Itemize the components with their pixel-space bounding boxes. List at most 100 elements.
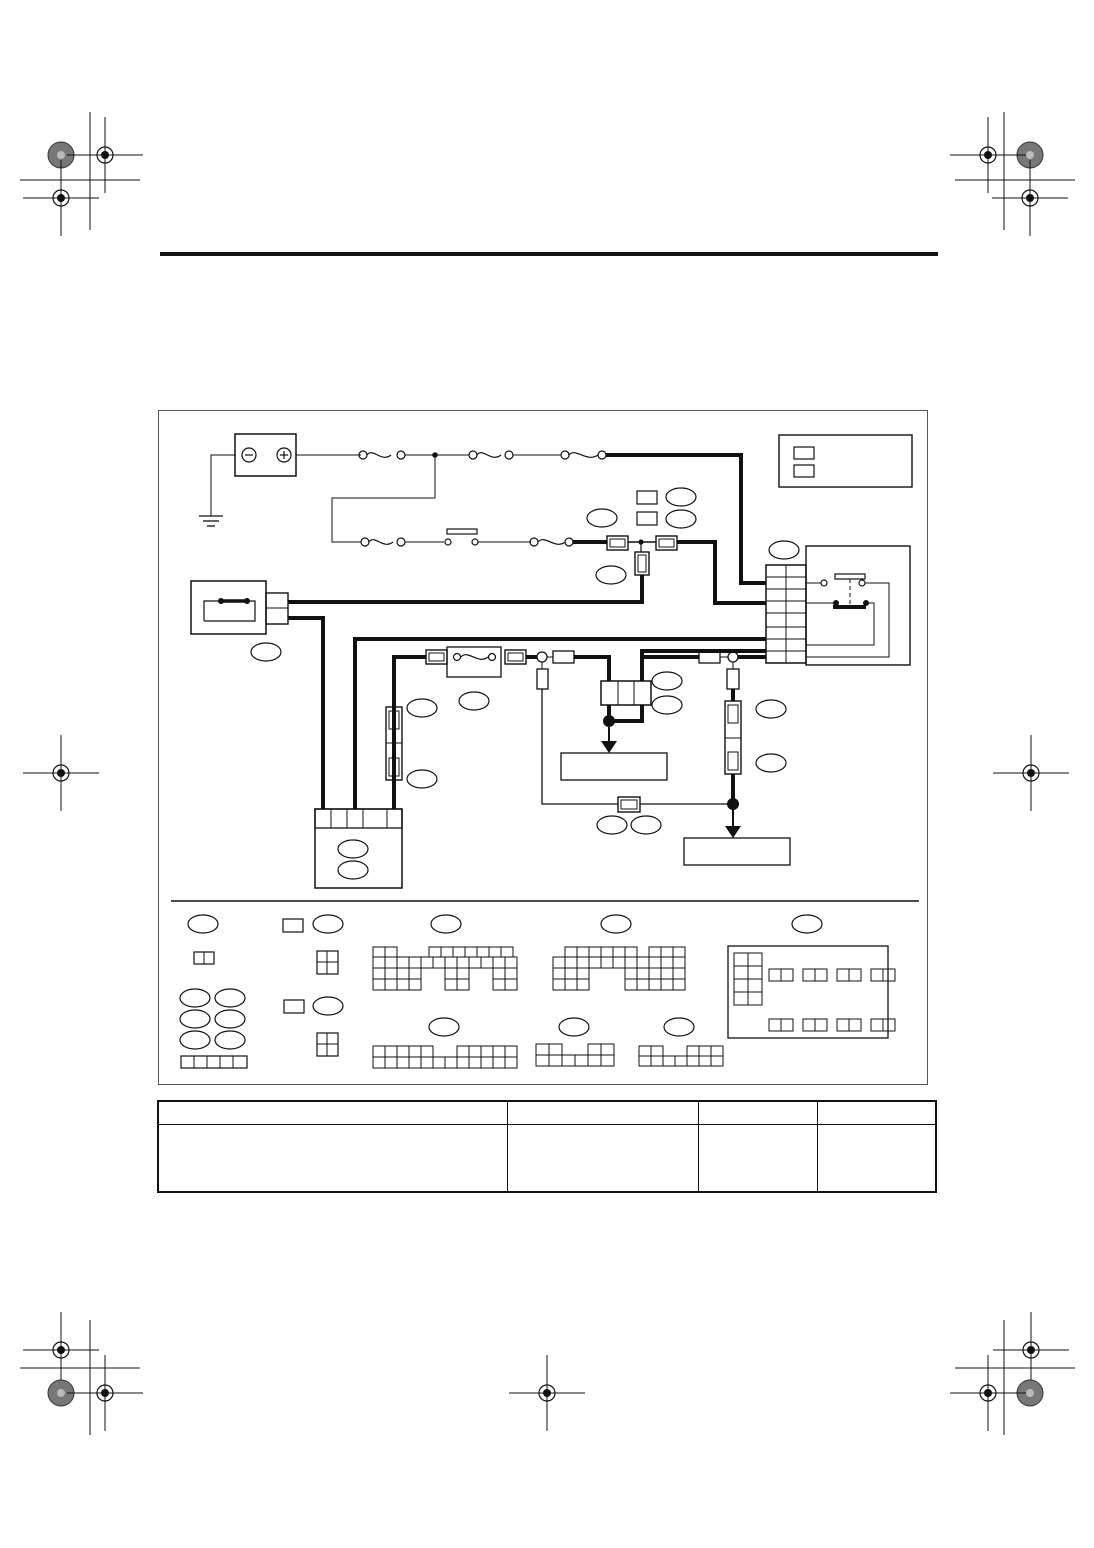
connector-pin bbox=[456, 967, 470, 980]
fuse-icon bbox=[537, 539, 566, 545]
table-cell bbox=[817, 1124, 937, 1193]
connector-pin bbox=[444, 978, 458, 991]
connector-pin bbox=[480, 1045, 494, 1058]
connector-pin bbox=[588, 956, 602, 969]
connector-pin bbox=[384, 967, 398, 980]
connector-pin bbox=[576, 967, 590, 980]
connector-pin bbox=[452, 946, 466, 958]
connector-pin bbox=[564, 967, 578, 980]
connector-pin bbox=[747, 952, 763, 967]
connector-pin bbox=[372, 1045, 386, 1058]
registration-target-icon bbox=[949, 1354, 1027, 1432]
connector-pin bbox=[848, 1018, 862, 1032]
connector-pin bbox=[780, 1018, 794, 1032]
connector-pin bbox=[428, 946, 442, 958]
connector-pin bbox=[648, 946, 662, 958]
connector-pin bbox=[733, 991, 749, 1006]
connector-pin bbox=[848, 968, 862, 982]
connector-pin bbox=[372, 946, 386, 958]
table-header-cell bbox=[817, 1100, 937, 1125]
connector-pin bbox=[548, 1054, 563, 1067]
fuse-icon bbox=[568, 452, 599, 458]
connector-pin bbox=[636, 978, 650, 991]
connector-pin bbox=[733, 965, 749, 980]
connector-pin bbox=[710, 1055, 724, 1067]
table-cell bbox=[157, 1124, 508, 1193]
connector-pin bbox=[672, 946, 686, 958]
connector-pin bbox=[492, 1045, 506, 1058]
header-rule bbox=[160, 252, 938, 256]
connector-pin bbox=[624, 978, 638, 991]
connector-pin bbox=[504, 1056, 518, 1069]
connector-pin bbox=[440, 946, 454, 958]
connector-pin bbox=[747, 978, 763, 993]
registration-target-icon bbox=[508, 1354, 586, 1432]
connector-pin bbox=[456, 956, 470, 969]
connector-pin bbox=[686, 1055, 700, 1067]
registration-target-icon bbox=[992, 734, 1070, 812]
connector-pin bbox=[468, 1045, 482, 1058]
connector-pin bbox=[384, 1056, 398, 1069]
battery-positive-icon bbox=[276, 447, 292, 463]
connector-pin bbox=[476, 946, 490, 958]
connector-pin bbox=[372, 978, 386, 991]
connector-pin bbox=[492, 956, 506, 969]
connector-pin bbox=[492, 978, 506, 991]
connector-pin bbox=[660, 956, 674, 969]
connector-pin bbox=[396, 956, 410, 969]
connector-pin bbox=[733, 952, 749, 967]
fusible-link-icon bbox=[476, 452, 502, 458]
connector-pin bbox=[552, 956, 566, 969]
connector-pin bbox=[650, 1055, 664, 1067]
reference-box-right bbox=[683, 837, 791, 866]
connector-pin bbox=[780, 968, 794, 982]
connector-pin bbox=[836, 1018, 850, 1032]
connector-pin bbox=[672, 978, 686, 991]
connector-pin bbox=[624, 967, 638, 980]
connector-pin bbox=[672, 956, 686, 969]
reference-box-center bbox=[560, 752, 668, 781]
connector-pin bbox=[384, 1045, 398, 1058]
connector-pin bbox=[636, 956, 650, 969]
connector-pin bbox=[662, 1055, 676, 1067]
legend-box bbox=[778, 434, 913, 488]
connector-pin bbox=[396, 1056, 410, 1069]
connector-pin bbox=[660, 946, 674, 958]
connector-pin bbox=[408, 956, 422, 969]
registration-target-icon bbox=[66, 1354, 144, 1432]
fuse-icon bbox=[460, 654, 489, 660]
connector-pin bbox=[686, 1045, 700, 1057]
connector-pin bbox=[492, 1056, 506, 1069]
connector-pin bbox=[638, 1055, 652, 1067]
registration-target-icon bbox=[66, 116, 144, 194]
connector-pin bbox=[600, 1054, 615, 1067]
connector-pin bbox=[456, 1056, 470, 1069]
connector-pin bbox=[814, 1018, 828, 1032]
connector-pin bbox=[600, 956, 614, 969]
connector-pin bbox=[624, 946, 638, 958]
connector-pin bbox=[698, 1055, 712, 1067]
registration-target-icon bbox=[22, 159, 100, 237]
connector-pin bbox=[698, 1045, 712, 1057]
specification-table bbox=[157, 1100, 937, 1193]
connector-pin bbox=[464, 946, 478, 958]
table-header-row bbox=[157, 1100, 937, 1125]
connector-pin bbox=[384, 956, 398, 969]
connector-pin bbox=[576, 978, 590, 991]
connector-pin bbox=[384, 978, 398, 991]
connector-pin bbox=[636, 967, 650, 980]
connector-pin bbox=[552, 967, 566, 980]
connector-pin bbox=[564, 946, 578, 958]
connector-pin bbox=[648, 967, 662, 980]
connector-pin bbox=[638, 1045, 652, 1057]
registration-target-icon bbox=[991, 159, 1069, 237]
connector-pin bbox=[396, 1045, 410, 1058]
connector-pin bbox=[384, 946, 398, 958]
connector-pin bbox=[504, 956, 518, 969]
connector-pin bbox=[396, 967, 410, 980]
connector-pin bbox=[648, 956, 662, 969]
connector-pin bbox=[480, 956, 494, 969]
connector-pin bbox=[500, 946, 514, 958]
connector-pin bbox=[882, 1018, 896, 1032]
